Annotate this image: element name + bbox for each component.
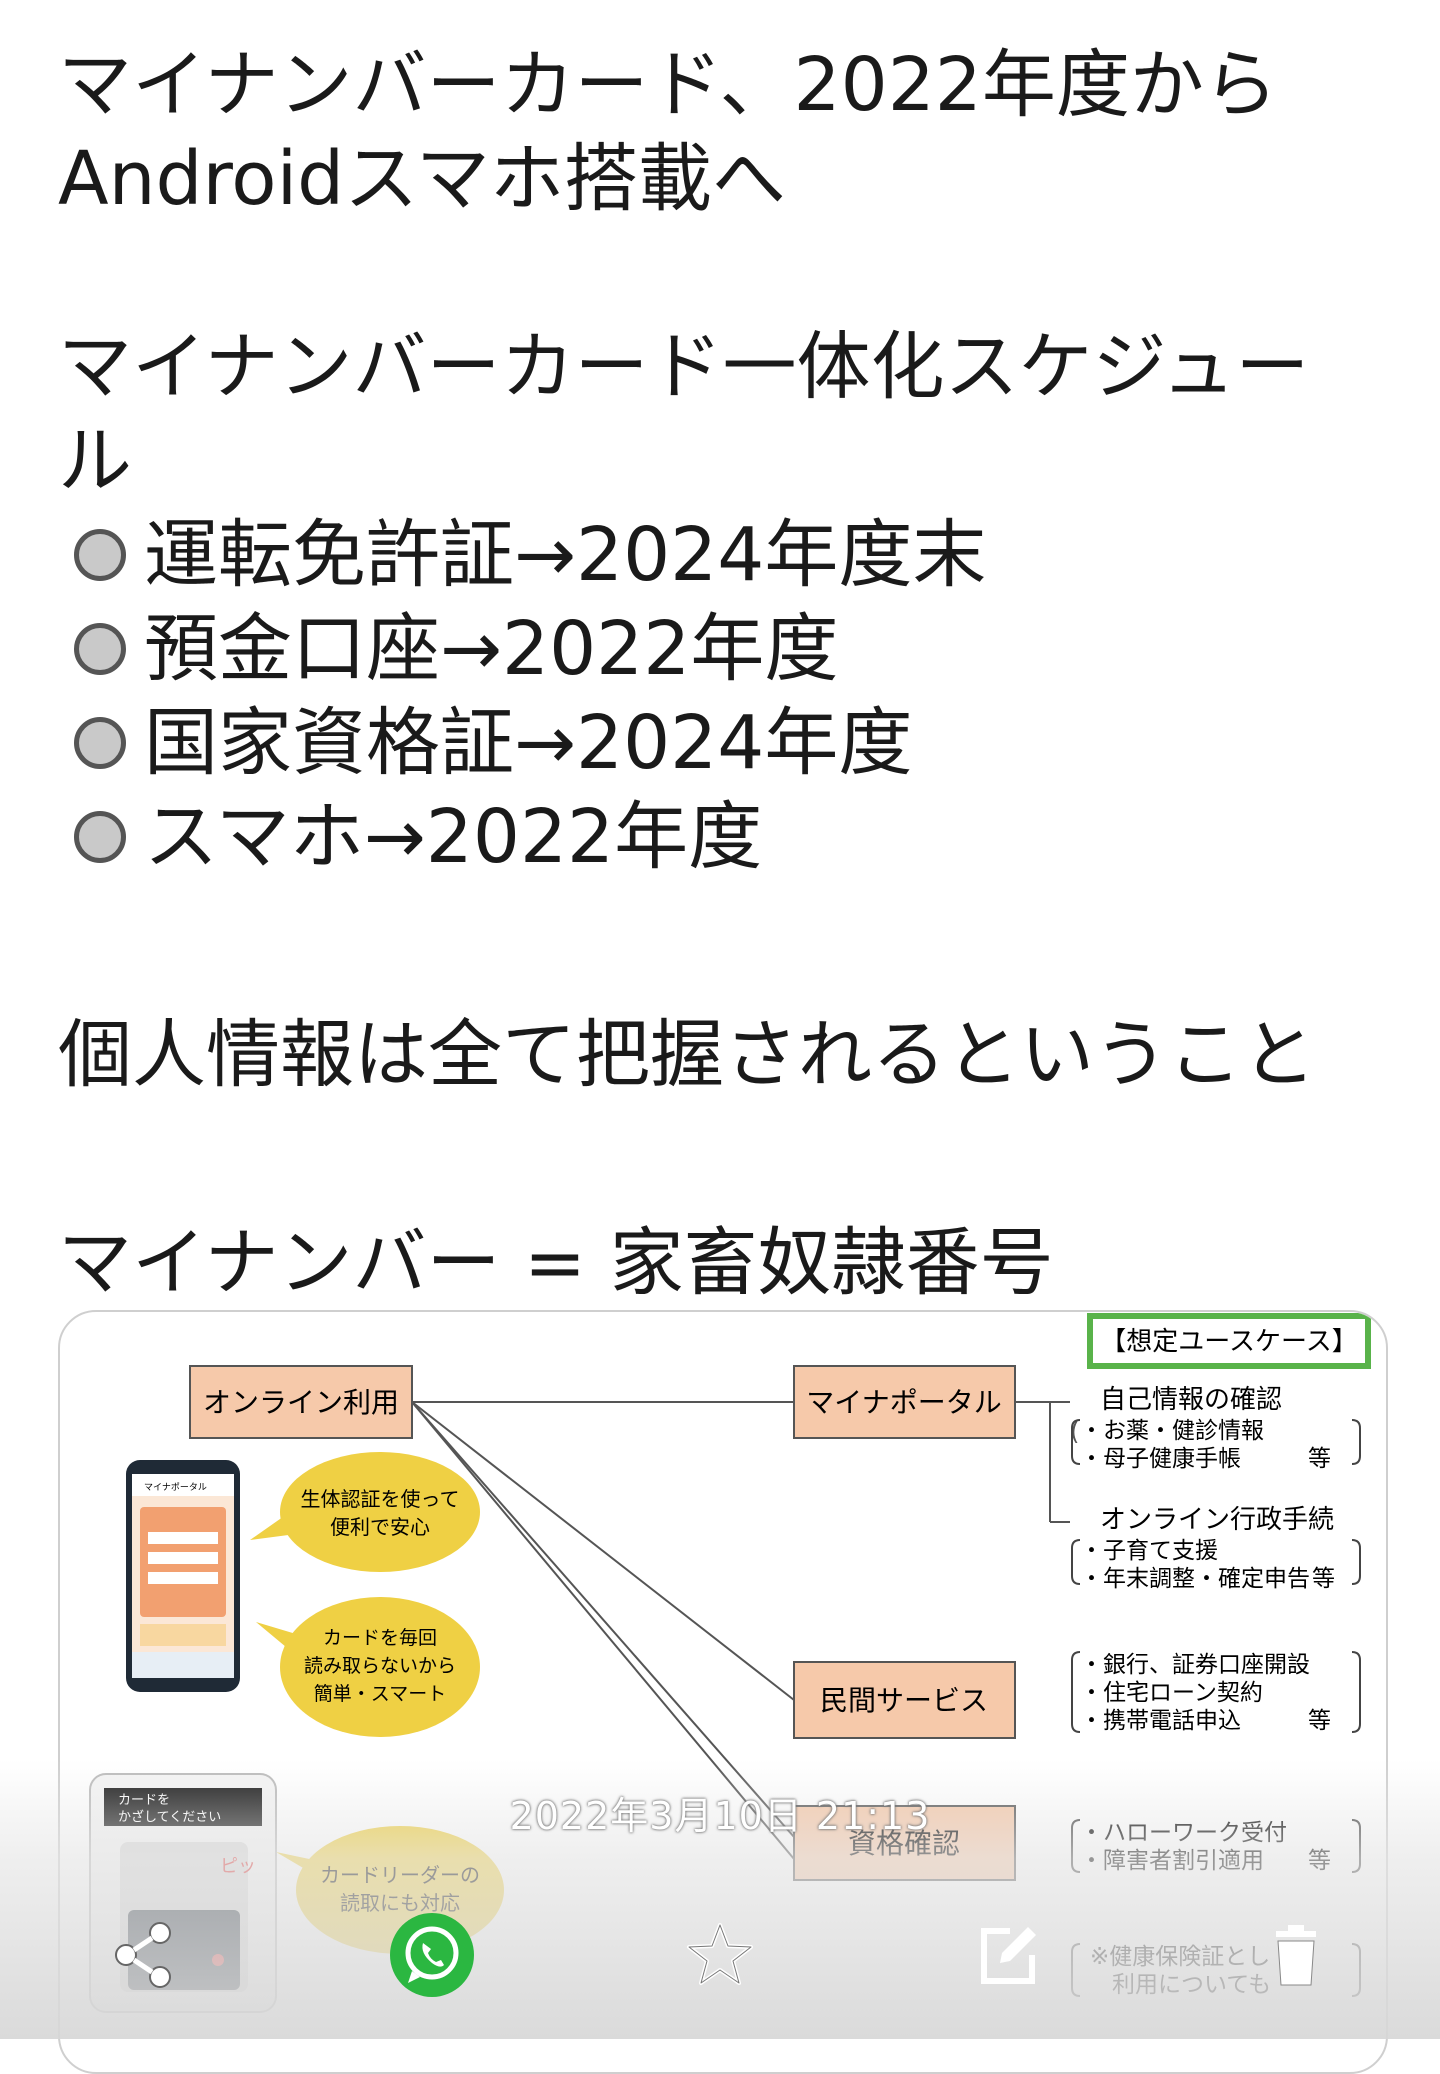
private-service-box	[793, 1661, 1016, 1739]
viewer-toolbar	[0, 1900, 1440, 2010]
speech-bubbles: 生体認証を使って 便利で安心 カードを毎回 読み取らないから 簡単・スマート カ…	[250, 1452, 504, 1954]
private-etc: 等	[1308, 1708, 1331, 1734]
schedule-item-label: 国家資格証→2024年度	[144, 700, 913, 786]
conclusion: マイナンバー = 家畜奴隷番号	[58, 1220, 1054, 1306]
bubble-text: カードを毎回	[323, 1627, 437, 1649]
photo-timestamp: 2022年3月10日 21:13	[509, 1794, 931, 1838]
edit-button[interactable]	[953, 1900, 1063, 2010]
schedule-item: 預金口座→2022年度	[58, 602, 1398, 696]
bubble-text: 読み取らないから	[304, 1655, 456, 1677]
schedule-item-label: 預金口座→2022年度	[144, 606, 839, 692]
svg-text:マイナポータル: マイナポータル	[144, 1482, 207, 1493]
bubble-text: 便利で安心	[330, 1515, 430, 1539]
self-info-etc: 等	[1308, 1446, 1331, 1472]
online-admin-item: ・年末調整・確定申告	[1080, 1566, 1310, 1592]
online-admin-heading: オンライン行政手続	[1100, 1505, 1334, 1535]
online-admin-etc: 等	[1312, 1566, 1335, 1592]
schedule-item: スマホ→2022年度	[58, 790, 1398, 884]
self-info-item: ・母子健康手帳	[1080, 1446, 1241, 1472]
post-title-line-1: マイナンバーカード、2022年度から	[58, 42, 1278, 128]
radio-icon	[74, 811, 126, 863]
svg-text:ピッ: ピッ	[220, 1856, 256, 1877]
svg-text:(: (	[1070, 1418, 1079, 1446]
bubble-text: 生体認証を使って	[301, 1487, 460, 1511]
schedule-heading-line-2: ル	[58, 418, 132, 504]
favorite-button[interactable]	[665, 1900, 775, 2010]
private-item: ・携帯電話申込	[1080, 1708, 1241, 1734]
statement: 個人情報は全て把握されるということ	[58, 1012, 1316, 1098]
edit-icon	[981, 1927, 1036, 1984]
bubble-text: カードリーダーの	[320, 1863, 480, 1887]
badge-frame	[1087, 1313, 1371, 1369]
star-icon	[687, 1923, 753, 1985]
self-info-item: ・お薬・健診情報	[1080, 1418, 1264, 1444]
qual-etc: 等	[1308, 1848, 1331, 1874]
myna-portal-label: マイナポータル	[806, 1386, 1001, 1419]
radio-icon	[74, 623, 126, 675]
badge-label: 【想定ユースケース】	[1100, 1327, 1357, 1357]
delete-button[interactable]	[1241, 1900, 1351, 2010]
schedule-item-label: 運転免許証→2024年度末	[144, 512, 987, 598]
smartphone-illustration: マイナポータル	[126, 1460, 240, 1692]
whatsapp-button[interactable]	[377, 1900, 487, 2010]
post-title-line-2: Androidスマホ搭載へ	[58, 136, 786, 222]
schedule-item: 国家資格証→2024年度	[58, 696, 1398, 790]
self-info-heading: 自己情報の確認	[1100, 1385, 1282, 1415]
myna-portal-box	[793, 1365, 1016, 1439]
radio-icon	[74, 717, 126, 769]
private-item: ・銀行、証券口座開設	[1080, 1652, 1310, 1678]
bubble-text: 簡単・スマート	[314, 1683, 446, 1705]
share-button[interactable]	[89, 1900, 199, 2010]
schedule-item-label: スマホ→2022年度	[144, 794, 763, 880]
schedule-heading-line-1: マイナンバーカード一体化スケジュー	[58, 324, 1310, 410]
whatsapp-icon	[390, 1913, 474, 1997]
private-service-label: 民間サービス	[820, 1684, 988, 1717]
online-use-box	[189, 1365, 413, 1439]
post-body: マイナンバーカード、2022年度から Androidスマホ搭載へ マイナンバーカ…	[58, 38, 1398, 1310]
private-item: ・住宅ローン契約	[1080, 1680, 1263, 1706]
qual-item: ・障害者割引適用	[1080, 1848, 1264, 1874]
share-icon	[115, 1922, 171, 1988]
online-use-label: オンライン利用	[203, 1386, 399, 1419]
delete-icon	[1276, 1925, 1316, 1986]
radio-icon	[74, 529, 126, 581]
schedule-item: 運転免許証→2024年度末	[58, 508, 1398, 602]
online-admin-item: ・子育て支援	[1080, 1538, 1218, 1564]
